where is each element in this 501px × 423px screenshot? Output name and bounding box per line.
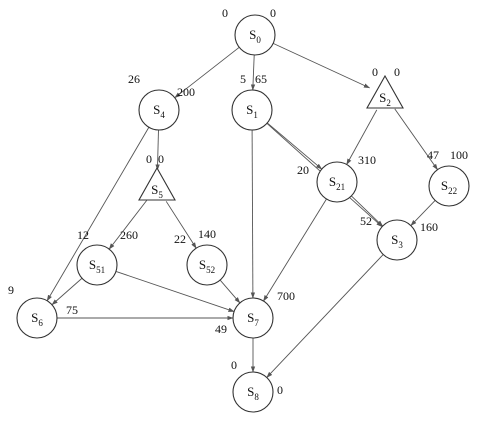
node-s5: S5 — [138, 166, 176, 201]
node-s0-label: S0 — [249, 27, 261, 45]
edge-s0-to-s1 — [250, 54, 256, 91]
edge-s4-to-s6 — [46, 127, 150, 302]
edge-s51-to-s6 — [51, 277, 83, 306]
node-s52-left-value: 22 — [174, 232, 186, 246]
node-s51-shape — [76, 244, 118, 286]
node-s8: S8 — [232, 371, 274, 413]
node-s3-label: S3 — [391, 232, 403, 250]
node-s2-shape — [366, 74, 404, 109]
node-s7-left-value: 49 — [215, 322, 227, 336]
edge-s1-to-s21 — [266, 122, 323, 170]
node-s6-left-value: 9 — [8, 283, 14, 297]
node-s5-label: S5 — [151, 182, 163, 200]
edge-s21-to-s7 — [263, 198, 327, 302]
node-s7-right-value: 700 — [277, 289, 295, 303]
node-s3-left-value: 52 — [360, 214, 372, 228]
node-s4-shape — [138, 89, 180, 131]
node-s8-label: S8 — [247, 384, 259, 402]
node-s1: S1 — [231, 89, 273, 131]
node-s7-shape — [232, 297, 274, 339]
node-s22-right-value: 100 — [450, 148, 468, 162]
node-s0-left-value: 0 — [222, 6, 228, 20]
node-s51-right-value: 260 — [120, 228, 138, 242]
node-s52-shape — [186, 244, 228, 286]
node-s3: S3 — [376, 219, 418, 261]
node-s0: S0 — [234, 14, 276, 56]
node-s8-left-value: 0 — [231, 358, 237, 372]
node-s3-shape — [376, 219, 418, 261]
node-s52-right-value: 140 — [198, 227, 216, 241]
edge-s5-to-s51 — [108, 200, 147, 250]
node-s2-label: S2 — [379, 90, 391, 108]
node-s6-label: S6 — [31, 310, 43, 328]
node-s5-shape — [138, 166, 176, 201]
node-s6-shape — [16, 297, 58, 339]
edge-s3-to-s8 — [266, 254, 384, 378]
node-s7: S7 — [232, 297, 274, 339]
node-s5-left-value: 0 — [146, 152, 152, 166]
edge-s2-to-s22 — [394, 108, 438, 171]
node-s0-right-value: 0 — [270, 6, 276, 20]
node-s1-label: S1 — [246, 102, 258, 120]
node-s51-label: S51 — [89, 257, 105, 275]
node-s22-label: S22 — [441, 178, 457, 196]
node-s4-right-value: 200 — [177, 85, 195, 99]
node-s4-label: S4 — [153, 102, 165, 120]
edge-s1-to-s7 — [250, 129, 256, 299]
edge-s0-to-s2 — [272, 42, 371, 89]
edge-s22-to-s3 — [410, 200, 436, 227]
node-s22-left-value: 47 — [427, 148, 439, 162]
edge-s52-to-s7 — [219, 279, 241, 304]
node-s0-shape — [234, 14, 276, 56]
node-s1-left-value: 5 — [240, 72, 246, 86]
node-s8-right-value: 0 — [277, 383, 283, 397]
node-s2: S2 — [366, 74, 404, 109]
edge-s51-to-s7 — [115, 271, 235, 312]
node-s21-label: S21 — [329, 174, 345, 192]
node-s5-right-value: 0 — [158, 152, 164, 166]
node-s1-shape — [231, 89, 273, 131]
edge-s21-to-s3 — [351, 195, 384, 227]
node-s6: S6 — [16, 297, 58, 339]
node-s21: S21 — [316, 161, 358, 203]
edge-s0-to-s4 — [174, 46, 240, 99]
node-s4: S4 — [138, 89, 180, 131]
node-s1-right-value: 65 — [255, 72, 267, 86]
node-s2-right-value: 0 — [394, 65, 400, 79]
edges-layer — [46, 42, 438, 378]
edge-s2-to-s21 — [346, 109, 378, 166]
node-s21-right-value: 310 — [358, 153, 376, 167]
node-s21-left-value: 20 — [297, 163, 309, 177]
node-s52: S52 — [186, 244, 228, 286]
node-s7-label: S7 — [247, 310, 259, 328]
node-s6-right-value: 75 — [66, 303, 78, 317]
edge-s4-to-s5 — [155, 129, 160, 171]
node-s52-label: S52 — [199, 257, 215, 275]
node-s8-shape — [232, 371, 274, 413]
node-s21-shape — [316, 161, 358, 203]
edge-s5-to-s52 — [165, 201, 197, 249]
node-s22: S22 — [428, 165, 470, 207]
node-s3-right-value: 160 — [420, 220, 438, 234]
node-s4-left-value: 26 — [128, 72, 140, 86]
node-s51-left-value: 12 — [77, 228, 89, 242]
node-s22-shape — [428, 165, 470, 207]
node-s51: S51 — [76, 244, 118, 286]
node-s2-left-value: 0 — [372, 65, 378, 79]
